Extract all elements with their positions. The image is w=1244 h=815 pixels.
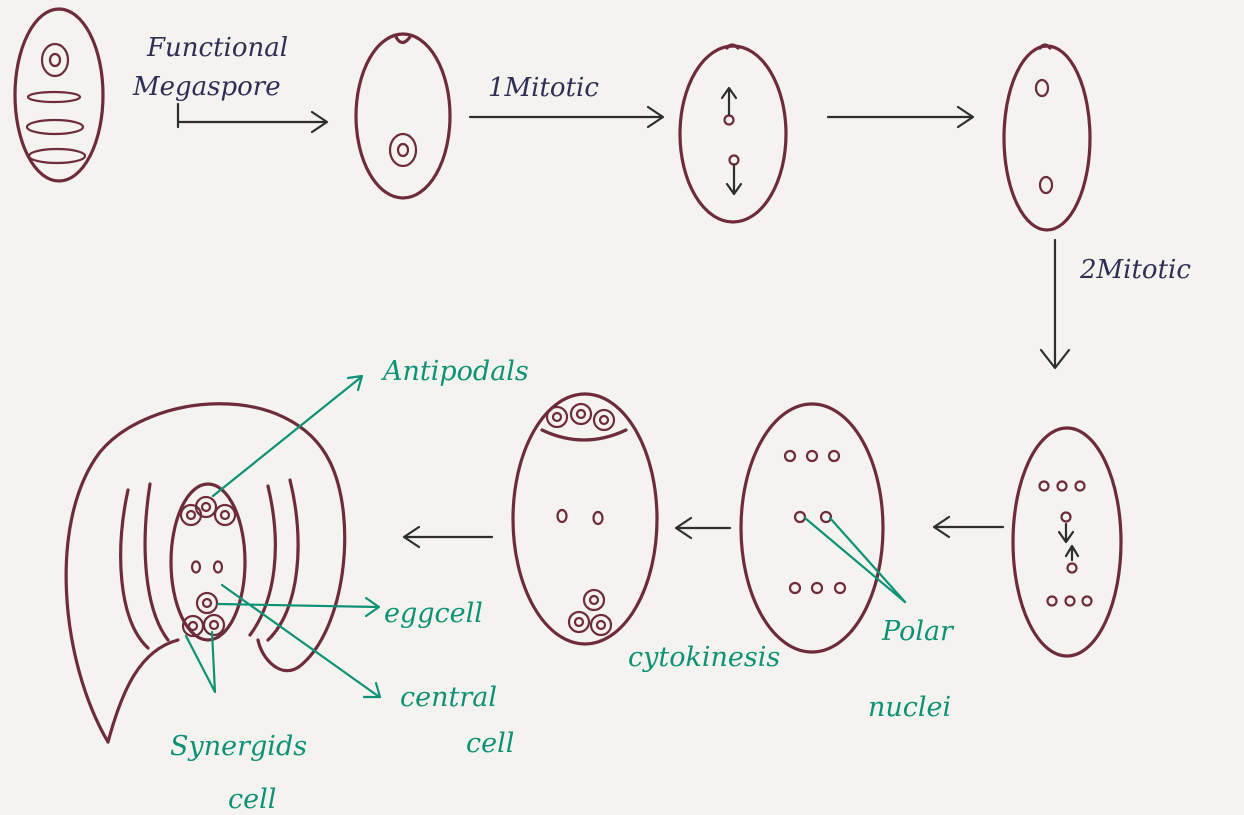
eight-nucleate-sac — [1013, 428, 1121, 656]
label-synergids: Synergids — [170, 731, 307, 762]
label-egg-cell: eggcell — [384, 598, 483, 629]
polar-nuclei-sac — [741, 404, 883, 652]
functional-megaspore — [356, 34, 450, 198]
arrow-3 — [828, 107, 973, 127]
label-polar: Polar — [881, 616, 955, 647]
egg-cell-pointer — [218, 598, 379, 616]
megaspore-tetrad — [15, 9, 103, 181]
label-central: central — [400, 682, 497, 713]
arrow-1 — [178, 104, 327, 132]
label-mitotic-2: 2Mitotic — [1079, 255, 1191, 285]
cytokinesis-sac — [513, 394, 657, 644]
central-cell-pointer — [222, 585, 380, 697]
label-synergids-cell: cell — [228, 784, 276, 815]
label-central-cell: cell — [466, 728, 514, 759]
label-functional: Functional — [146, 33, 288, 63]
label-megaspore: Megaspore — [132, 72, 281, 102]
arrow-7 — [404, 527, 492, 547]
mature-embryo-sac — [66, 404, 345, 742]
label-cytokinesis: cytokinesis — [628, 642, 780, 673]
two-nucleate-sac — [1004, 45, 1090, 230]
label-mitotic-1: 1Mitotic — [488, 73, 599, 103]
label-nuclei: nuclei — [868, 692, 951, 723]
arrow-4 — [1041, 240, 1069, 368]
antipodals-pointer — [213, 376, 362, 496]
arrow-2 — [470, 107, 663, 127]
first-division-sac — [680, 45, 786, 222]
arrow-6 — [676, 518, 730, 538]
label-antipodals: Antipodals — [380, 356, 529, 387]
arrow-5 — [934, 517, 1003, 537]
polar-nuclei-pointer — [805, 518, 905, 602]
